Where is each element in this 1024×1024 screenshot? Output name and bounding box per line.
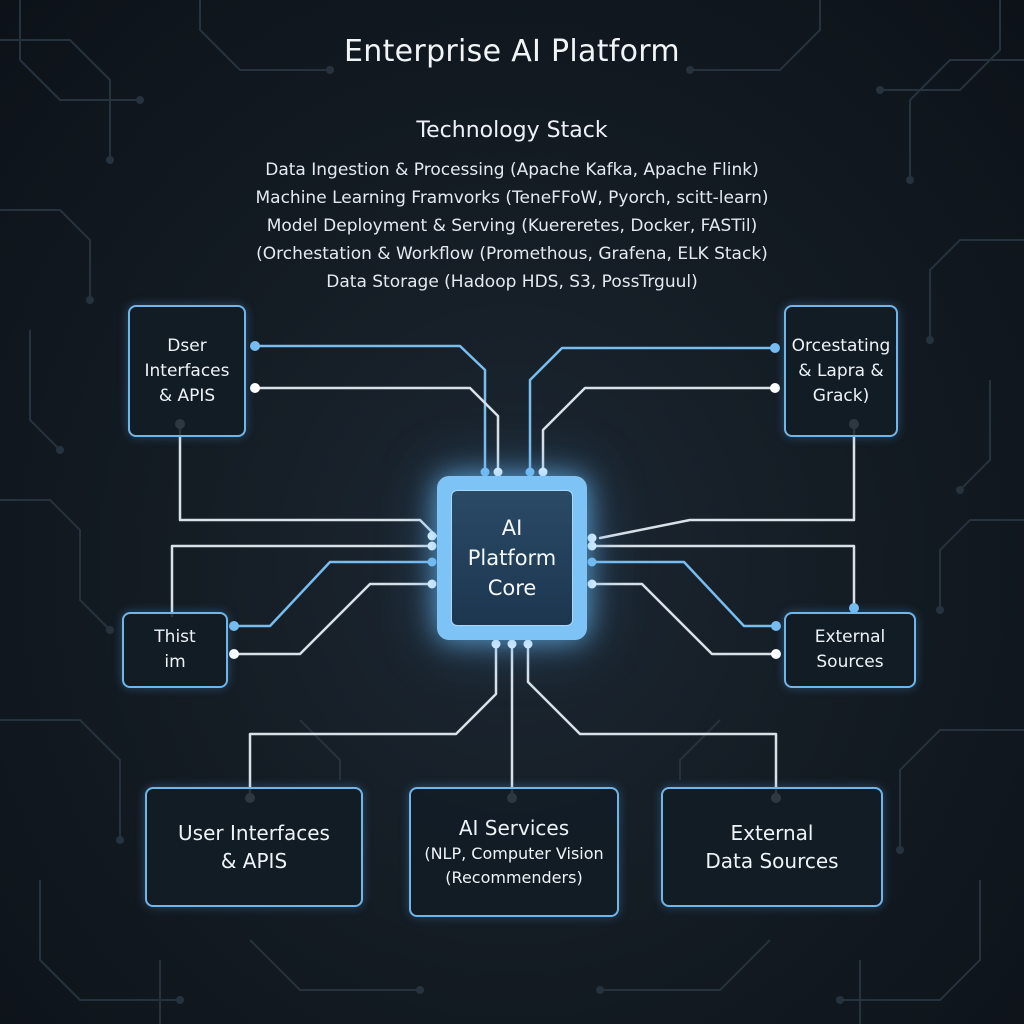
core-label: Core (487, 576, 537, 600)
node-label: Dser (167, 335, 207, 356)
tech-stack-item: Data Storage (Hadoop HDS, S3, PossTrguul… (326, 272, 698, 292)
link-mid-right-c (590, 582, 778, 656)
link-top-right-white (541, 386, 777, 474)
node-label: & APIS (158, 385, 216, 406)
node-label: im (164, 652, 186, 672)
node-label: & APIS (220, 849, 288, 873)
link-bottom-left (248, 642, 498, 800)
tech-stack-item: Data Ingestion & Processing (Apache Kafk… (265, 160, 759, 180)
node-label: Orcestating (791, 335, 891, 356)
node-label: Thist (154, 627, 196, 647)
node-label: External (814, 627, 886, 647)
diagram-title: Enterprise AI Platform (344, 34, 680, 69)
node-label: Grack) (812, 385, 870, 406)
link-top-left-white (253, 386, 500, 474)
tech-stack-item: (Orchestation & Workflow (Promethous, Gr… (256, 244, 768, 264)
node-mid-right: External Sources (784, 612, 916, 688)
node-top-left: Dser Interfaces & APIS (128, 305, 246, 437)
link-mid-left-b (232, 560, 434, 628)
node-bottom-left: User Interfaces & APIS (145, 787, 363, 907)
core-label: AI (501, 516, 523, 540)
node-label: External (730, 821, 814, 845)
node-bottom-center: AI Services (NLP, Computer Vision (Recom… (409, 787, 619, 917)
link-top-right-blue (528, 346, 777, 474)
node-label: (NLP, Computer Vision (424, 844, 604, 863)
node-label: & Lapra & (798, 360, 884, 381)
node-label: Interfaces (144, 360, 230, 381)
link-mid-right-b (590, 560, 778, 628)
link-top-left-bottom (178, 422, 438, 538)
node-label: Sources (816, 652, 884, 672)
node-bottom-right: External Data Sources (661, 787, 883, 907)
link-bottom-right (526, 642, 778, 800)
link-top-right-bottom (598, 422, 856, 540)
node-label: (Recommenders) (445, 868, 583, 887)
node-mid-left: Thist im (122, 612, 228, 688)
node-label: User Interfaces (178, 821, 330, 845)
core-label: Platform (467, 546, 557, 570)
link-mid-right-a (590, 544, 856, 610)
tech-stack-list: Data Ingestion & Processing (Apache Kafk… (0, 156, 1024, 296)
tech-stack-item: Machine Learning Framvorks (TeneFFoW, Py… (255, 188, 769, 208)
link-mid-left-a (170, 544, 434, 618)
node-top-right: Orcestating & Lapra & Grack) (784, 305, 898, 437)
ai-platform-core: AI Platform Core (437, 476, 587, 640)
node-label: Data Sources (705, 849, 839, 873)
link-top-left-blue (253, 344, 487, 474)
core-chip: AI Platform Core (451, 490, 573, 626)
node-title: AI Services (458, 816, 570, 840)
tech-stack-item: Model Deployment & Serving (Kuereretes, … (266, 216, 758, 236)
tech-stack-title: Technology Stack (416, 118, 608, 143)
link-mid-left-c (232, 582, 434, 656)
